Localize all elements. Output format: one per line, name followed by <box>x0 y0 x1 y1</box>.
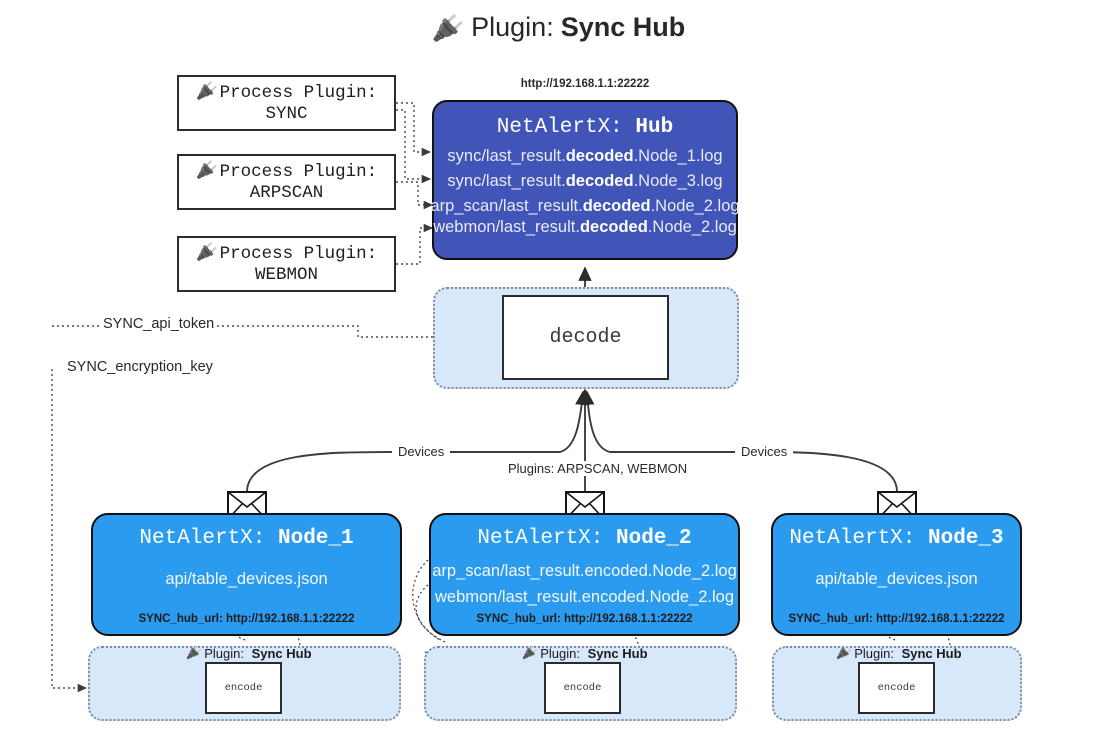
process-plugin-label: Process Plugin: <box>219 82 378 103</box>
process-plugin-label: Process Plugin: <box>219 243 378 264</box>
node-log-line: api/table_devices.json <box>815 570 978 588</box>
hub-url-label: http://192.168.1.1:22222 <box>520 78 650 90</box>
process-plugin-name: ARPSCAN <box>249 183 324 203</box>
hub-log-line: webmon/last_result.decoded.Node_2.log <box>433 218 737 236</box>
sync-api-token-label: SYNC_api_token <box>100 316 218 332</box>
process-plugin-name: SYNC <box>265 104 308 124</box>
plug-icon: 🔌 <box>195 243 218 265</box>
decode-box[interactable]: decode <box>502 295 669 380</box>
plug-icon: 🔌 <box>835 644 853 661</box>
hub-log-line: arp_scan/last_result.decoded.Node_2.log <box>430 197 740 215</box>
encode-box[interactable]: encode <box>205 662 282 714</box>
node-box-node-3[interactable]: NetAlertX: Node_3 api/table_devices.json… <box>771 513 1022 636</box>
node-title: NetAlertX: Node_1 <box>139 527 354 550</box>
encoder-plugin-label: 🔌 Plugin: Sync Hub <box>185 644 312 661</box>
page-title: 🔌 Plugin: Sync Hub <box>0 11 1117 44</box>
plug-icon: 🔌 <box>195 161 218 183</box>
page-title-prefix: Plugin: <box>471 12 554 42</box>
node-box-node-1[interactable]: NetAlertX: Node_1 api/table_devices.json… <box>91 513 402 636</box>
node-title: NetAlertX: Node_2 <box>477 527 692 550</box>
node-hub-url: SYNC_hub_url: http://192.168.1.1:22222 <box>138 613 355 625</box>
plug-icon: 🔌 <box>521 644 539 661</box>
edge-label-devices-left: Devices <box>392 444 451 459</box>
node-box-node-2[interactable]: NetAlertX: Node_2 arp_scan/last_result.e… <box>429 513 740 636</box>
hub-node-box[interactable]: NetAlertX: Hub sync/last_result.decoded.… <box>430 100 740 260</box>
encoder-plugin-label: 🔌 Plugin: Sync Hub <box>521 644 648 661</box>
process-plugin-box-arpscan[interactable]: 🔌 Process Plugin: ARPSCAN <box>177 154 396 210</box>
node-title: NetAlertX: Node_3 <box>789 527 1004 550</box>
plug-icon: 🔌 <box>195 82 218 104</box>
process-plugin-box-webmon[interactable]: 🔌 Process Plugin: WEBMON <box>177 236 396 292</box>
hub-log-line: sync/last_result.decoded.Node_3.log <box>447 172 723 190</box>
node-log-line: arp_scan/last_result.encoded.Node_2.log <box>432 562 737 580</box>
process-plugin-label: Process Plugin: <box>219 161 378 182</box>
encoder-plugin-label: 🔌 Plugin: Sync Hub <box>835 644 962 661</box>
hub-title: NetAlertX: Hub <box>496 116 674 139</box>
process-plugin-name: WEBMON <box>254 265 318 285</box>
sync-encryption-key-label: SYNC_encryption_key <box>64 359 216 375</box>
plug-icon: 🔌 <box>431 11 465 44</box>
page-title-name: Sync Hub <box>560 12 686 42</box>
node-log-line: api/table_devices.json <box>165 570 328 588</box>
encode-box[interactable]: encode <box>858 662 935 714</box>
edge-label-devices-right: Devices <box>735 444 794 459</box>
process-plugin-box-sync[interactable]: 🔌 Process Plugin: SYNC <box>177 75 396 131</box>
hub-log-line: sync/last_result.decoded.Node_1.log <box>447 147 723 165</box>
node-hub-url: SYNC_hub_url: http://192.168.1.1:22222 <box>476 613 693 625</box>
plug-icon: 🔌 <box>185 644 203 661</box>
node-hub-url: SYNC_hub_url: http://192.168.1.1:22222 <box>788 613 1005 625</box>
node-log-line: webmon/last_result.encoded.Node_2.log <box>434 588 735 606</box>
edge-label-plugins-center: Plugins: ARPSCAN, WEBMON <box>504 461 692 476</box>
encode-box[interactable]: encode <box>544 662 621 714</box>
